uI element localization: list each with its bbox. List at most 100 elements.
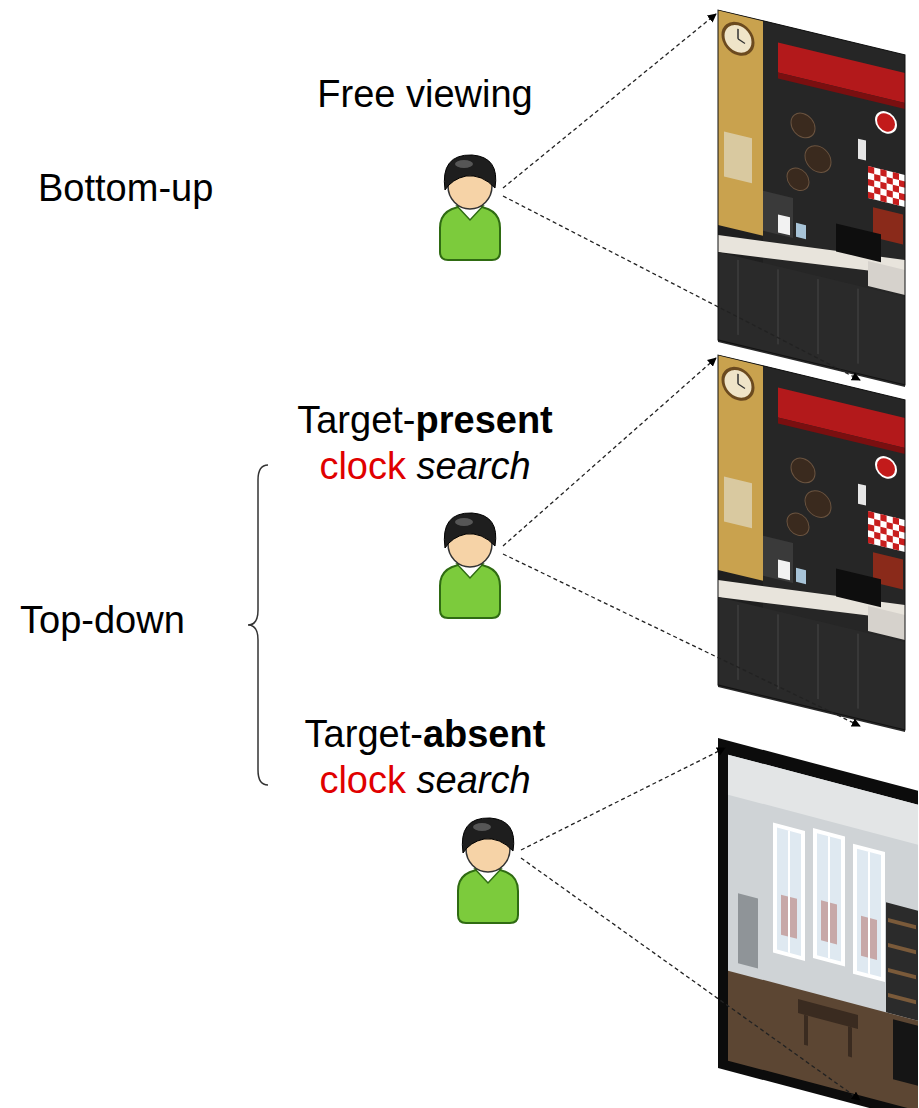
pot (805, 488, 831, 520)
image-detail (763, 191, 793, 238)
checked-curtain (893, 517, 899, 525)
checked-curtain (887, 535, 893, 543)
cabinet-line (777, 269, 778, 344)
checked-curtain (868, 537, 874, 545)
image-detail (738, 893, 758, 968)
image-border (718, 10, 905, 385)
task-word: search (417, 445, 531, 487)
checked-curtain (899, 538, 905, 546)
checked-curtain (868, 179, 874, 187)
checked-curtain (893, 172, 899, 180)
person-body (440, 206, 500, 260)
image-detail (778, 559, 790, 580)
window (773, 823, 805, 961)
checked-curtain (868, 166, 905, 207)
person-icon (458, 818, 518, 923)
checked-curtain (887, 522, 893, 530)
view-arrow (503, 358, 716, 546)
scene-image (718, 738, 918, 1108)
image-detail (724, 476, 752, 528)
label-text: Free viewing (265, 72, 585, 118)
condition-label: Target-absent clock search (265, 712, 585, 803)
image-detail (718, 10, 763, 236)
clock-hand (738, 39, 745, 44)
checked-curtain (893, 198, 899, 206)
hair-gloss (455, 518, 473, 526)
checked-curtain (899, 193, 905, 201)
checked-curtain (868, 524, 874, 532)
pot (787, 166, 809, 193)
checked-curtain (899, 180, 905, 188)
sign (876, 110, 896, 135)
view-arrow (503, 554, 860, 726)
image-detail (848, 1026, 852, 1057)
window (813, 828, 845, 966)
cabinet-line (857, 289, 858, 364)
pot (791, 456, 815, 486)
checked-curtain (880, 540, 886, 548)
pot (791, 111, 815, 141)
shelf (888, 918, 916, 929)
shelf (888, 968, 916, 979)
checked-curtain (887, 190, 893, 198)
cabinet-line (737, 260, 738, 335)
clock-hand (737, 29, 739, 39)
image-detail (796, 568, 806, 584)
bookshelf (886, 902, 918, 1020)
curly-bracket (248, 465, 268, 785)
checked-curtain (880, 195, 886, 203)
image-detail (724, 131, 752, 183)
image-detail (804, 1015, 808, 1046)
image-border (718, 355, 905, 730)
person-body (440, 564, 500, 618)
clock-hand (737, 374, 739, 384)
microwave (836, 223, 881, 262)
checked-curtain (880, 169, 886, 177)
shelf (888, 943, 916, 954)
checked-curtain (880, 527, 886, 535)
window (817, 833, 841, 961)
image-detail (796, 223, 806, 239)
checked-curtain (880, 514, 886, 522)
checked-curtain (868, 511, 874, 519)
checked-curtain (899, 525, 905, 533)
scene-image (718, 355, 905, 732)
cabinet-line (737, 605, 738, 680)
person-body (458, 869, 518, 923)
checked-curtain (874, 187, 880, 195)
person-hair (462, 818, 513, 853)
red-band (778, 387, 905, 448)
condition-type: Target-present (297, 399, 553, 441)
shelf (888, 993, 916, 1004)
window (777, 828, 801, 956)
wall-clock (723, 365, 753, 402)
image-detail (858, 484, 866, 506)
view-arrow (503, 14, 716, 188)
image-detail (718, 355, 763, 581)
condition-label: Target-present clock search (265, 398, 585, 489)
sign (876, 455, 896, 480)
window (857, 849, 881, 977)
condition-type: Target-absent (305, 713, 546, 755)
view-arrow (503, 196, 860, 380)
person-hair (444, 155, 495, 190)
clock-hand (738, 384, 745, 389)
label-text: Bottom-up (38, 166, 213, 212)
checked-curtain (893, 543, 899, 551)
target-word: clock (319, 759, 406, 801)
scene-image (718, 10, 905, 387)
red-band (778, 42, 905, 103)
person-hair (444, 513, 495, 548)
cabinet-line (857, 634, 858, 709)
checked-curtain (880, 182, 886, 190)
window (853, 844, 885, 982)
lower-cabinets (718, 597, 905, 732)
label-text: Top-down (20, 598, 185, 644)
view-arrow (521, 748, 725, 850)
window-bar (788, 831, 790, 953)
hair-gloss (455, 160, 473, 168)
checked-curtain (887, 177, 893, 185)
cabinet-line (777, 614, 778, 689)
